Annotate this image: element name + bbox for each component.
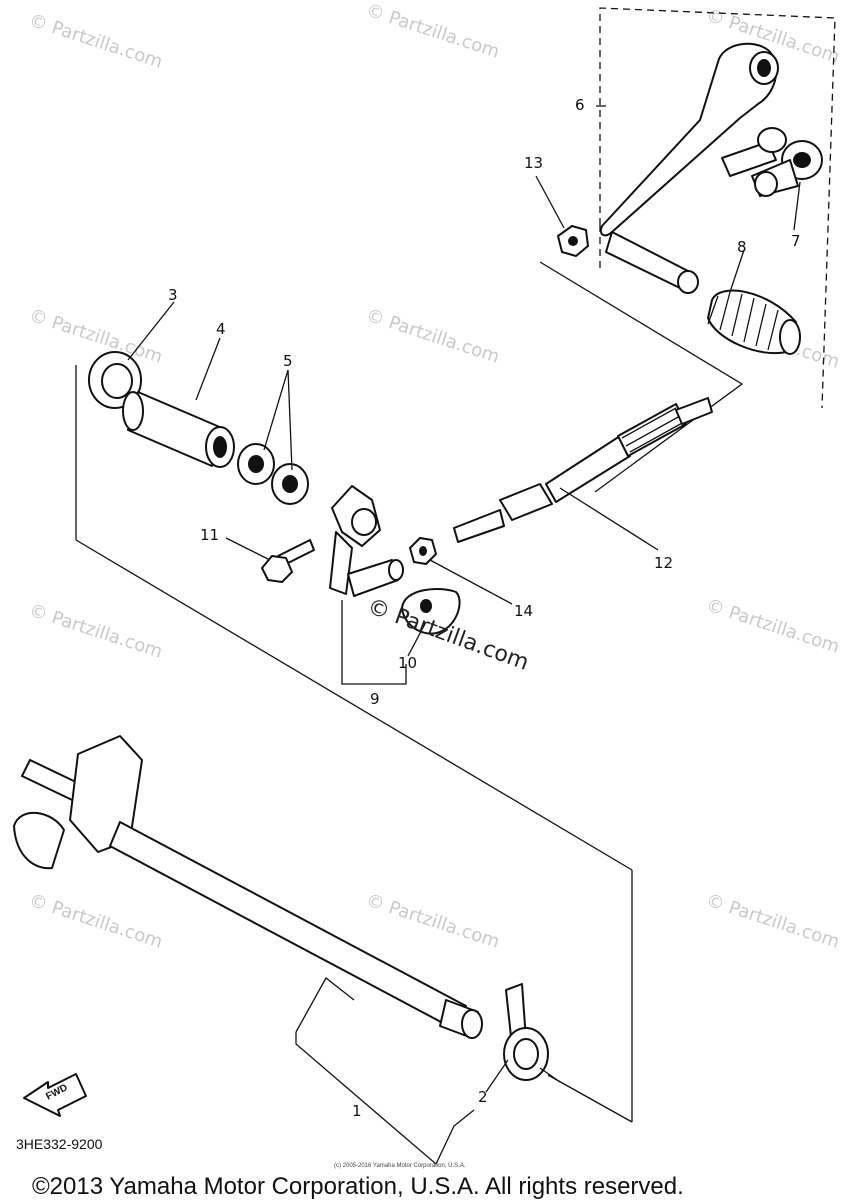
nut-14 bbox=[409, 537, 437, 565]
torsion-spring bbox=[503, 983, 561, 1083]
nut-13 bbox=[557, 225, 589, 257]
watermark: © Partzilla.com bbox=[363, 0, 502, 63]
pedal-joint bbox=[751, 140, 823, 197]
callout-6: 6 bbox=[575, 96, 585, 114]
pedal-rubber bbox=[707, 289, 801, 355]
watermark-layer: © Partzilla.com © Partzilla.com © Partzi… bbox=[26, 0, 842, 953]
callout-10: 10 bbox=[398, 654, 417, 672]
callout-labels: 3 4 5 6 7 8 13 11 12 14 10 9 2 1 bbox=[168, 96, 801, 1120]
callout-2: 2 bbox=[478, 1088, 488, 1106]
callout-9: 9 bbox=[370, 690, 380, 708]
shift-pedal-arm bbox=[600, 42, 787, 294]
watermark: © Partzilla.com bbox=[26, 305, 165, 368]
arm-joint bbox=[401, 588, 461, 635]
shift-rod bbox=[453, 397, 713, 543]
callout-5: 5 bbox=[283, 352, 293, 370]
copyright-line: ©2013 Yamaha Motor Corporation, U.S.A. A… bbox=[32, 1173, 684, 1200]
shift-shaft bbox=[13, 735, 483, 1039]
callout-4: 4 bbox=[216, 320, 226, 338]
watermark: © Partzilla.com bbox=[26, 600, 165, 663]
callout-14: 14 bbox=[514, 602, 533, 620]
bushing-pair bbox=[237, 443, 309, 505]
collar bbox=[122, 391, 235, 468]
callout-3: 3 bbox=[168, 286, 178, 304]
callout-7: 7 bbox=[791, 232, 801, 250]
watermark: © Partzilla.com bbox=[26, 890, 165, 953]
callout-1: 1 bbox=[352, 1102, 362, 1120]
fwd-arrow-icon: FWD bbox=[23, 1073, 87, 1117]
watermark: © Partzilla.com bbox=[363, 890, 502, 953]
watermark: © Partzilla.com bbox=[703, 890, 842, 953]
watermark: © Partzilla.com bbox=[363, 305, 502, 368]
bolt-11 bbox=[261, 539, 315, 583]
leader-lines bbox=[127, 105, 801, 1166]
shift-arm bbox=[329, 485, 404, 597]
callout-8: 8 bbox=[737, 238, 747, 256]
callout-11: 11 bbox=[200, 526, 219, 544]
diagram-code: 3HE332-9200 bbox=[16, 1136, 103, 1152]
assembly-guide-lines bbox=[75, 7, 836, 1123]
watermark: © Partzilla.com bbox=[703, 595, 842, 658]
callout-13: 13 bbox=[524, 154, 543, 172]
small-print: (c) 2005-2016 Yamaha Motor Corporation, … bbox=[334, 1163, 466, 1169]
watermark: © Partzilla.com bbox=[26, 10, 165, 73]
pedal-assembly-dashed-box bbox=[599, 7, 836, 409]
callout-12: 12 bbox=[654, 554, 673, 572]
